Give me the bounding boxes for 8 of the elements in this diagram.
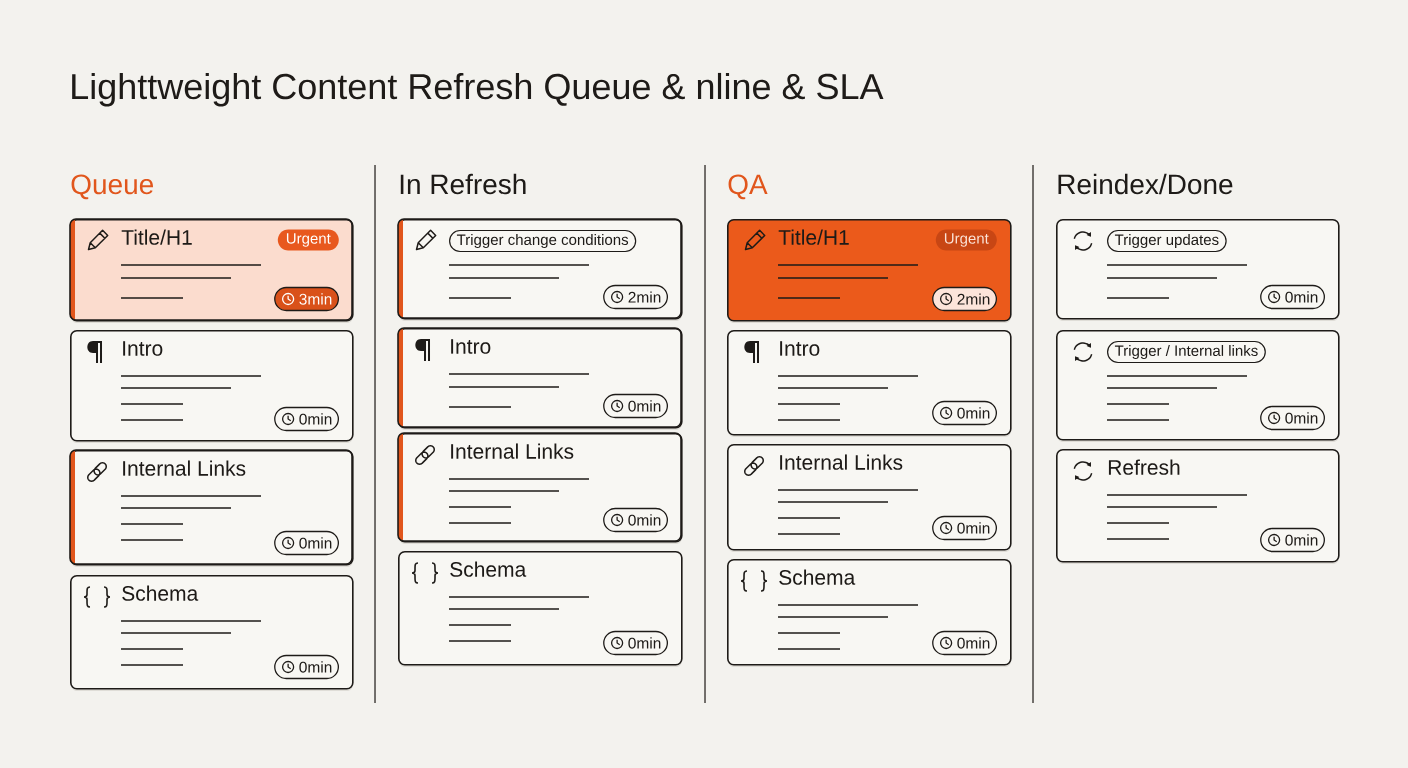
column-heading: In Refresh bbox=[400, 173, 526, 195]
column-heading: Reindex/Done bbox=[1058, 173, 1233, 195]
column-heading: QA bbox=[728, 174, 768, 200]
tag-chip: Trigger / Internal links bbox=[1107, 340, 1266, 364]
title: Lighttweight Content Refresh Queue & nline & SLA bbox=[72, 72, 884, 107]
tag-chip: Trigger change conditions bbox=[449, 229, 637, 253]
column-heading: Queue bbox=[71, 174, 153, 200]
tag-chip: Trigger updates bbox=[1107, 229, 1227, 253]
